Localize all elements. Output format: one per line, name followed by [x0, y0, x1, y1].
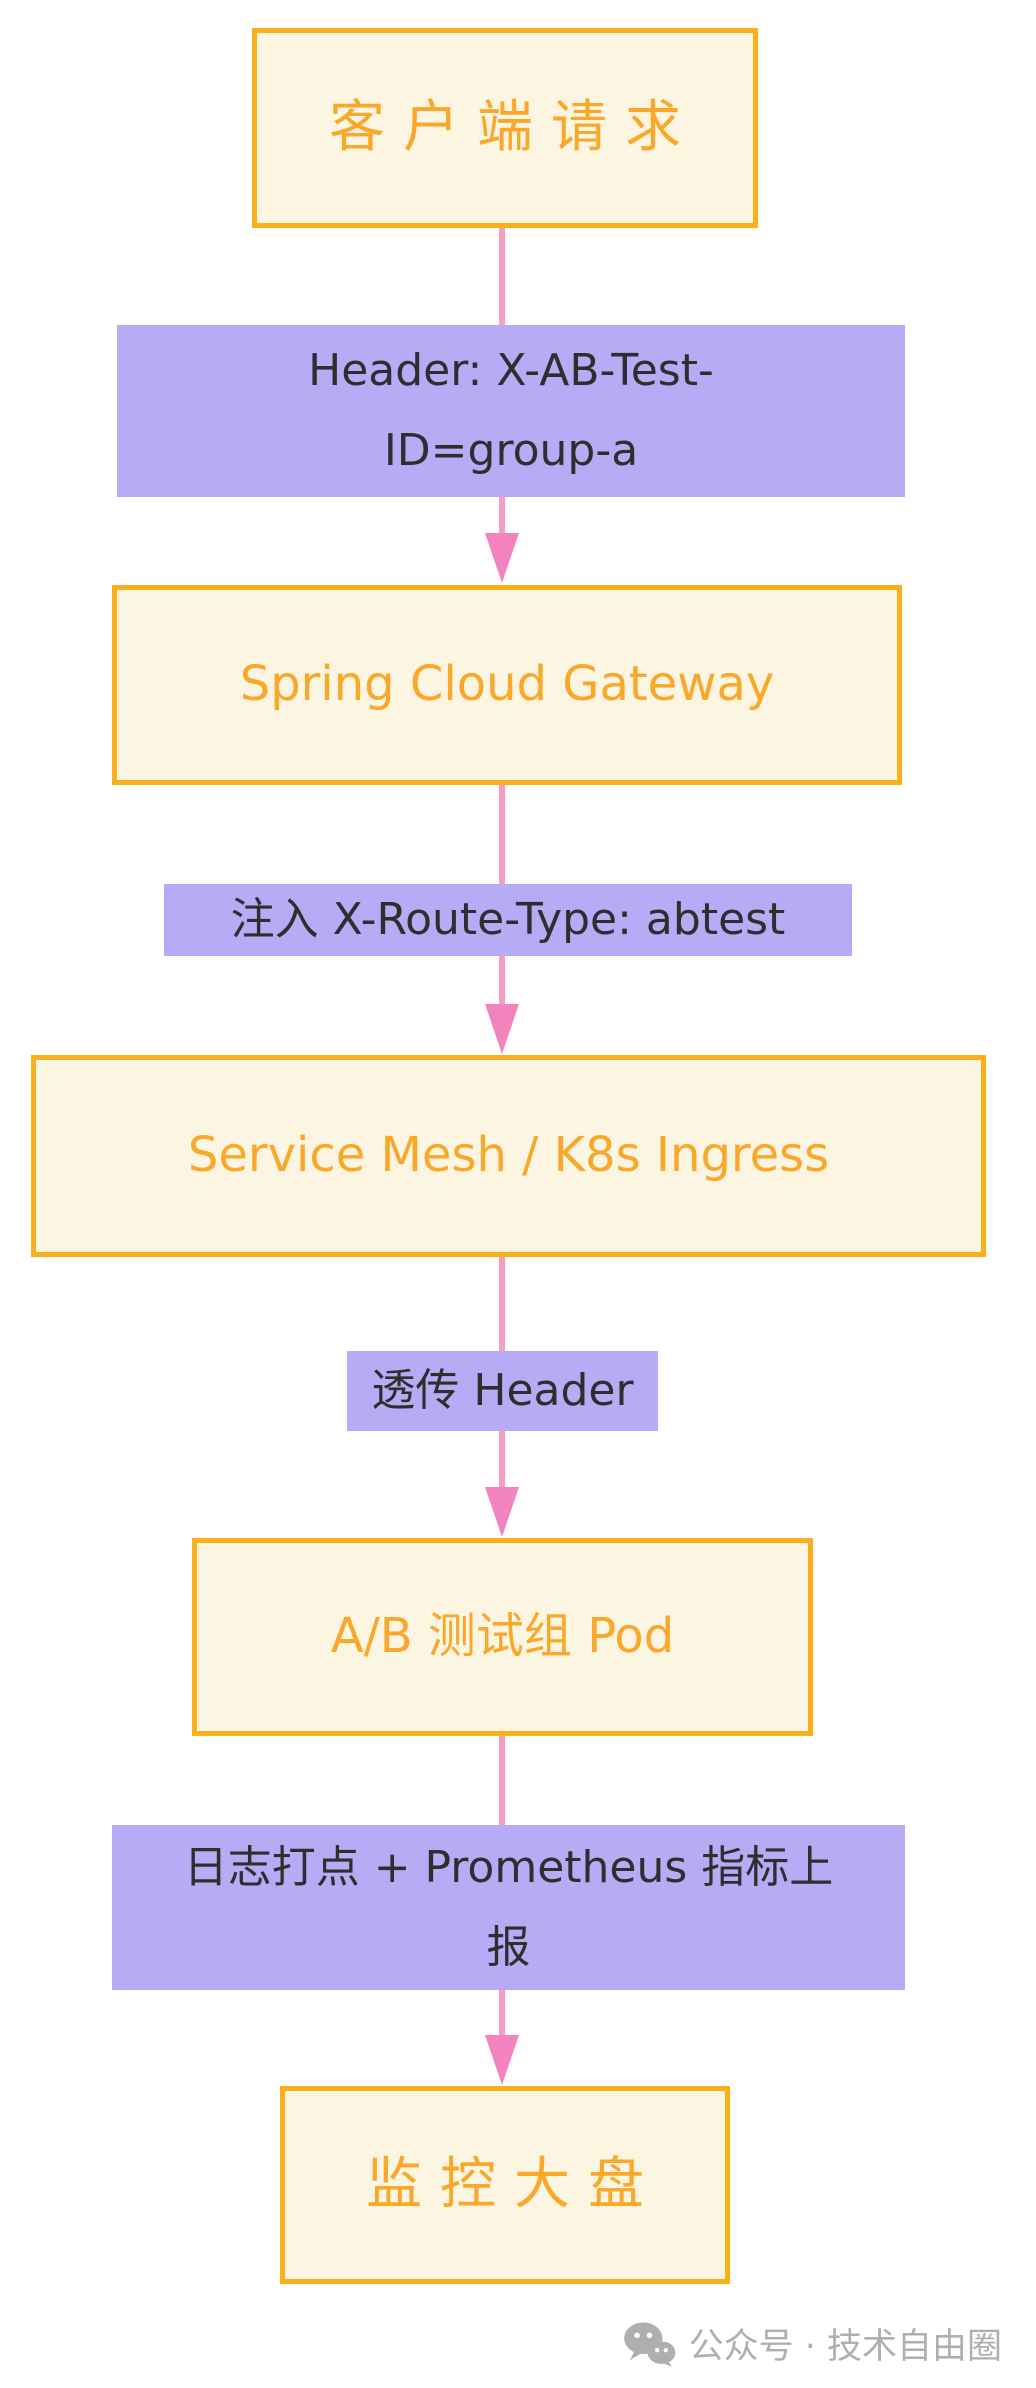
arrow-down-icon [485, 1004, 519, 1054]
edge-label-line: Header: X-AB-Test- [308, 345, 714, 396]
node-label: A/B 测试组 Pod [330, 1608, 675, 1665]
arrow-down-icon [485, 2035, 519, 2085]
node-label: Service Mesh / K8s Ingress [187, 1127, 830, 1184]
edge-label-header-ab-test: Header: X-AB-Test- ID=group-a [117, 325, 905, 497]
watermark: 公众号 · 技术自由圈 [623, 2318, 1002, 2369]
wechat-icon [623, 2321, 677, 2367]
edge-label-line: ID=group-a [383, 425, 639, 476]
arrow-down-icon [485, 1487, 519, 1537]
edge-line [499, 1429, 505, 1489]
edge-label-line: 报 [486, 1921, 531, 1973]
edge-label-line: 注入 X-Route-Type: abtest [230, 894, 786, 945]
edge-label-log-prometheus: 日志打点 + Prometheus 指标上 报 [112, 1825, 905, 1990]
edge-label-line: 透传 Header [371, 1365, 634, 1416]
edge-line [499, 495, 505, 537]
edge-line [499, 228, 505, 328]
arrow-down-icon [485, 533, 519, 583]
node-label: Spring Cloud Gateway [239, 656, 775, 713]
edge-line [499, 1736, 505, 1828]
edge-line [499, 1257, 505, 1354]
node-service-mesh-ingress: Service Mesh / K8s Ingress [31, 1055, 986, 1257]
edge-label-passthrough-header: 透传 Header [347, 1351, 658, 1431]
edge-line [499, 785, 505, 887]
node-label: 客户端请求 [329, 94, 699, 160]
edge-label-inject-route-type: 注入 X-Route-Type: abtest [164, 884, 852, 956]
node-monitoring-dashboard: 监控大盘 [280, 2086, 730, 2284]
node-label: 监控大盘 [366, 2151, 662, 2217]
edge-line [499, 954, 505, 1006]
edge-line [499, 1988, 505, 2037]
node-ab-test-pod: A/B 测试组 Pod [192, 1538, 813, 1736]
edge-label-line: 日志打点 + Prometheus 指标上 [183, 1841, 834, 1893]
node-spring-cloud-gateway: Spring Cloud Gateway [112, 585, 902, 785]
node-client-request: 客户端请求 [252, 28, 758, 228]
watermark-text: 公众号 · 技术自由圈 [688, 2327, 1002, 2367]
